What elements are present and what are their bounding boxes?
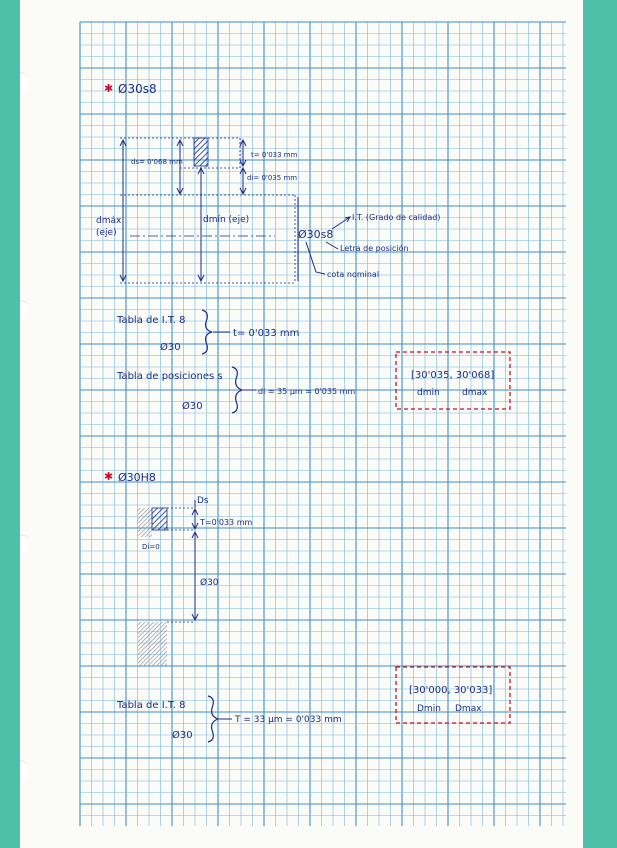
result-box (395, 351, 511, 410)
result-values: [30'000, 30'033] (409, 685, 492, 696)
shaft-outline (120, 137, 296, 284)
graph-paper-sheet: ✱ Ø30s8 t= 0'033 mm di= 0' (20, 0, 583, 848)
dmax-label-1: dmáx (96, 216, 122, 226)
callout-code: Ø30s8 (298, 228, 333, 241)
hole-wall-bottom (138, 622, 167, 666)
tabla-it-label: Tabla de I.T. 8 (116, 315, 185, 326)
drawing-layer: ✱ Ø30s8 t= 0'033 mm di= 0' (96, 82, 511, 743)
binder-hole (20, 760, 30, 780)
result-max: dmax (462, 388, 488, 398)
section2-title: Ø30H8 (118, 471, 156, 484)
cota-note: cota nominal (327, 270, 379, 279)
section1-title: Ø30s8 (118, 82, 157, 96)
result-box (395, 666, 511, 724)
callout-arrows (305, 216, 352, 275)
tabla-it-result: T = 33 μm = 0'033 mm (234, 715, 342, 725)
tolerance-zone (151, 507, 168, 531)
result-values: [30'035, 30'068] (411, 370, 494, 381)
hole-outline (167, 507, 195, 623)
letter-note: Letra de posición (340, 243, 409, 253)
tabla-it-label: Tabla de I.T. 8 (116, 700, 185, 711)
tabla-pos-diameter: Ø30 (182, 400, 203, 412)
dimension-label: Ø30 (200, 577, 219, 588)
di-label: Di=0 (142, 543, 160, 551)
binder-hole (20, 534, 30, 554)
tabla-pos-result: di = 35 μm = 0'035 mm (258, 387, 355, 396)
dimension-lines (119, 138, 299, 283)
brace (201, 309, 213, 355)
it-note: I.T. (Grado de calidad) (352, 213, 440, 222)
tabla-it-diameter: Ø30 (172, 729, 193, 741)
t-label: T=0'033 mm (199, 518, 252, 527)
dmin-label: dmín (eje) (203, 215, 249, 225)
di-label: di= 0'035 mm (247, 174, 297, 182)
dmax-label-2: (eje) (96, 228, 117, 238)
brace (231, 366, 244, 414)
tabla-it-diameter: Ø30 (160, 341, 181, 353)
hole-wall-top (138, 508, 152, 537)
ds-label: ds= 0'068 mm (131, 158, 183, 166)
brace (207, 695, 220, 743)
result-max: Dmax (455, 704, 482, 714)
tabla-pos-label: Tabla de posiciones s (116, 371, 223, 382)
binder-hole (20, 300, 30, 320)
t-label: t= 0'033 mm (251, 151, 298, 159)
result-min: dmin (417, 388, 440, 398)
tolerance-zone (193, 137, 209, 167)
result-min: Dmin (417, 704, 441, 714)
binder-hole (20, 72, 30, 92)
bullet-icon: ✱ (104, 82, 113, 95)
tabla-it-result: t= 0'033 mm (233, 328, 299, 339)
dimension-lines (191, 500, 199, 622)
bullet-icon: ✱ (104, 470, 113, 483)
ds-label: Ds (197, 496, 209, 506)
